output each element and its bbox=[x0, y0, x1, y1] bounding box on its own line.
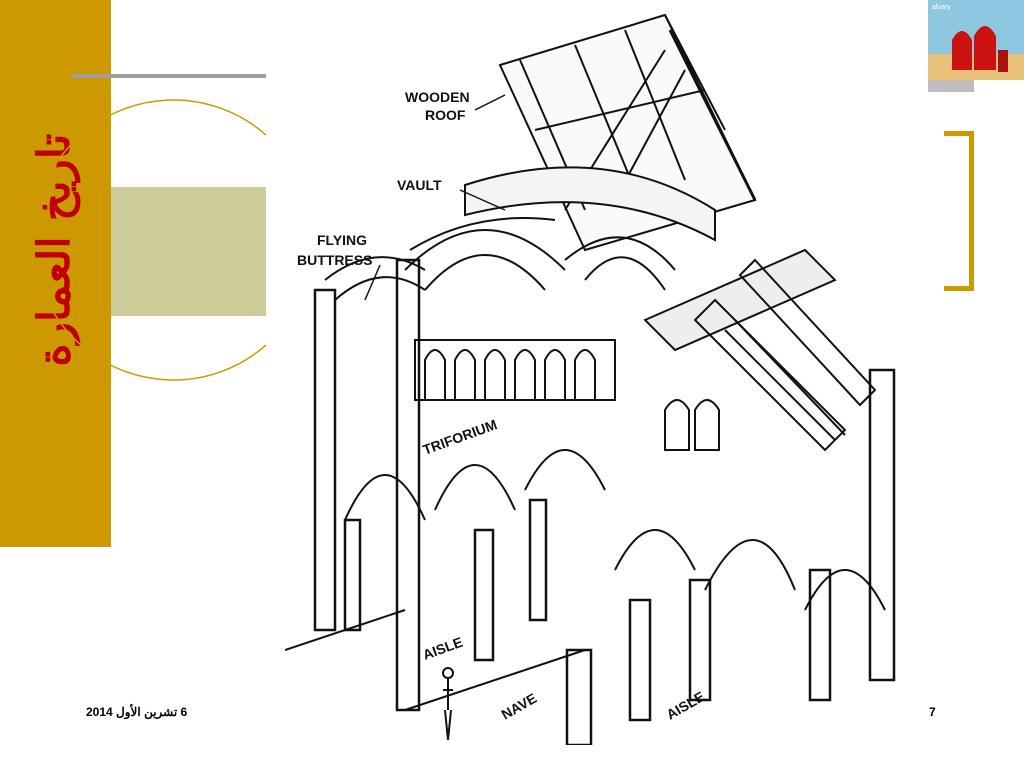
flying-buttresses bbox=[643, 248, 877, 452]
label-vault: VAULT bbox=[397, 177, 442, 193]
olive-block bbox=[111, 187, 266, 316]
nave-arches bbox=[404, 217, 676, 291]
triforium-gallery bbox=[414, 339, 720, 451]
label-triforium: TRIFORIUM bbox=[421, 416, 500, 458]
thumbnail-label: alvary bbox=[932, 4, 951, 11]
wooden-roof-truss bbox=[498, 13, 757, 252]
vault bbox=[464, 166, 716, 242]
label-nave: NAVE bbox=[499, 690, 540, 723]
label-wooden: WOODEN bbox=[405, 89, 470, 105]
label-aisle-left: AISLE bbox=[421, 634, 465, 663]
human-figure bbox=[443, 678, 453, 741]
cathedral-diagram: WOODEN ROOF VAULT FLYING BUTTRESS TRIFOR… bbox=[285, 13, 896, 745]
label-buttress: BUTTRESS bbox=[297, 252, 372, 268]
side-band bbox=[0, 0, 111, 547]
columns bbox=[313, 258, 896, 745]
page-number: 7 bbox=[929, 705, 936, 719]
decorative-arc bbox=[32, 99, 267, 381]
label-flying: FLYING bbox=[317, 232, 367, 248]
bracket-ornament bbox=[944, 131, 974, 291]
label-roof: ROOF bbox=[425, 107, 466, 123]
divider-rule bbox=[72, 74, 266, 78]
footer-date: 6 تشرين الأول 2014 bbox=[86, 705, 188, 719]
label-aisle-right: AISLE bbox=[664, 688, 708, 722]
thumbnail-image: alvary bbox=[922, 0, 1024, 93]
aisle-arcade bbox=[344, 449, 886, 611]
